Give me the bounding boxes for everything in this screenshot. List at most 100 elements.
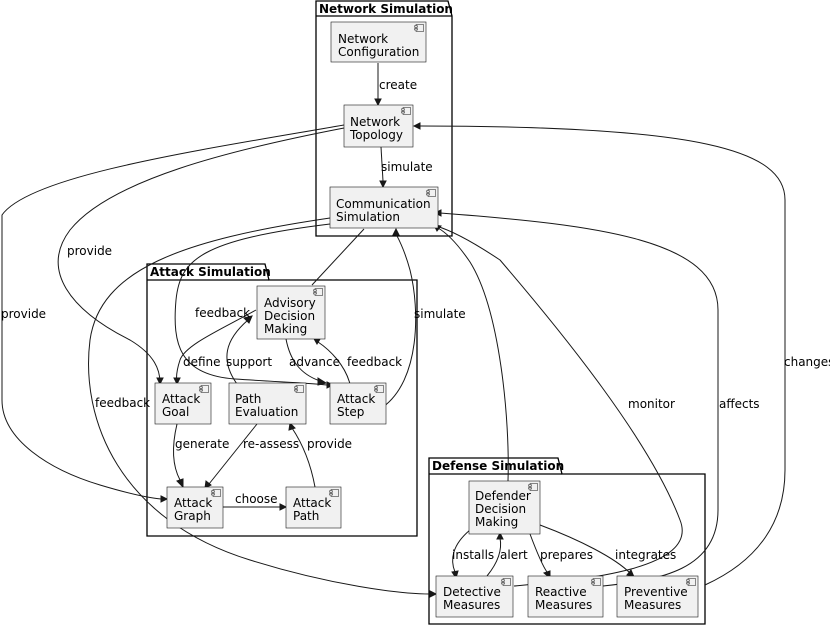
component-label-line: Measures [443,598,500,612]
package-title: Defense Simulation [432,459,564,473]
component-icon [313,288,323,296]
component-icon [426,189,436,197]
component-attack-path: Attack Path [285,486,342,529]
component-icon [199,385,209,393]
component-label-line: Network [350,115,400,129]
component-label-line: Evaluation [235,405,298,419]
edge-label-define: define [183,355,221,369]
edge-label-provide: provide [307,437,352,451]
edge-label-simulate: simulate [381,160,433,174]
component-attack-step: Attack Step [329,382,387,425]
component-label-line: Communication [336,197,431,211]
component-attack-graph: Attack Graph [166,486,224,529]
edge-labels: create simulate provide provide feedback… [1,78,830,562]
edge-label-generate: generate [175,437,229,451]
edge-label-integrates: integrates [615,548,676,562]
component-label-line: Configuration [338,45,419,59]
component-communication-simulation: Communication Simulation [329,186,439,229]
component-label-line: Path [235,392,261,406]
component-advisory-decision-making: Advisory Decision Making [256,285,326,340]
component-label-line: Advisory [264,296,316,310]
component-icon [591,578,601,586]
edge-label-simulate: simulate [414,307,466,321]
component-label-line: Measures [535,598,592,612]
component-attack-goal: Attack Goal [154,382,212,425]
component-icon [294,385,304,393]
edge-label-provide: provide [67,244,112,258]
edge-generate [173,423,184,489]
edge-label-changes: changes [784,355,830,369]
edge-create [374,63,382,107]
component-label-line: Defender [475,489,531,503]
component-icon [686,578,696,586]
component-label-line: Preventive [624,585,688,599]
edge-label-feedback: feedback [347,355,402,369]
component-defender-decision-making: Defender Decision Making [468,480,541,535]
component-icon [374,385,384,393]
component-path-evaluation: Path Evaluation [228,382,307,425]
component-label-line: Step [337,405,364,419]
component-label-line: Attack [337,392,375,406]
component-label-line: Topology [349,128,403,142]
edge-support [226,315,253,385]
component-icon [401,107,411,115]
edge-advance [285,338,328,386]
component-icon [211,489,221,497]
component-label-line: Decision [264,309,315,323]
edge-label-feedback: feedback [195,306,250,320]
package-title: Attack Simulation [150,265,271,279]
component-label-line: Goal [162,405,189,419]
edge-label-create: create [379,78,417,92]
edge-changes [412,122,786,586]
edge-label-monitor: monitor [628,397,675,411]
edge-label-feedback: feedback [95,396,150,410]
edge-feedback-detective [88,217,438,598]
component-icon [414,24,424,32]
component-label-line: Reactive [535,585,587,599]
edge-label-re-assess: re-assess [243,437,299,451]
edge-provide-goal [57,127,345,386]
edge-provide-graph [1,124,345,503]
edge-simulate-topology [379,146,387,189]
edge-choose [223,503,288,511]
component-label-line: Path [293,509,319,523]
package-network-simulation: Network Simulation [315,0,453,237]
edge-defender-comm [433,224,509,482]
component-icon [501,578,511,586]
edge-comm-advisory [311,228,365,286]
edge-label-prepares: prepares [540,548,593,562]
component-network-topology: Network Topology [343,104,414,148]
edge-label-support: support [226,355,272,369]
edge-label-installs: installs [452,548,494,562]
component-label-line: Making [264,322,307,336]
edge-simulate-step [382,227,417,408]
component-label-line: Attack [174,496,212,510]
component-label-line: Making [475,515,518,529]
components: Network Configuration Network Topology C… [154,21,699,618]
edges [1,63,786,598]
component-label-line: Detective [443,585,501,599]
edge-label-advance: advance [289,355,340,369]
component-label-line: Attack [162,392,200,406]
package-attack-simulation: Attack Simulation [146,263,418,537]
component-network-configuration: Network Configuration [330,21,427,63]
edge-provide-path [288,421,316,488]
edge-label-choose: choose [235,492,278,506]
package-defense-simulation: Defense Simulation [428,457,706,625]
edge-alert [486,531,504,577]
component-preventive-measures: Preventive Measures [616,575,699,618]
component-detective-measures: Detective Measures [435,575,514,618]
edge-monitor [435,225,683,587]
component-label-line: Measures [624,598,681,612]
edge-re-assess [204,423,258,489]
component-label-line: Network [338,32,388,46]
edge-define [173,309,257,386]
component-reactive-measures: Reactive Measures [527,575,604,618]
component-label-line: Graph [174,509,211,523]
edge-label-alert: alert [500,548,528,562]
component-label-line: Simulation [336,210,400,224]
edge-label-provide: provide [1,307,46,321]
component-label-line: Attack [293,496,331,510]
edge-label-affects: affects [719,397,760,411]
